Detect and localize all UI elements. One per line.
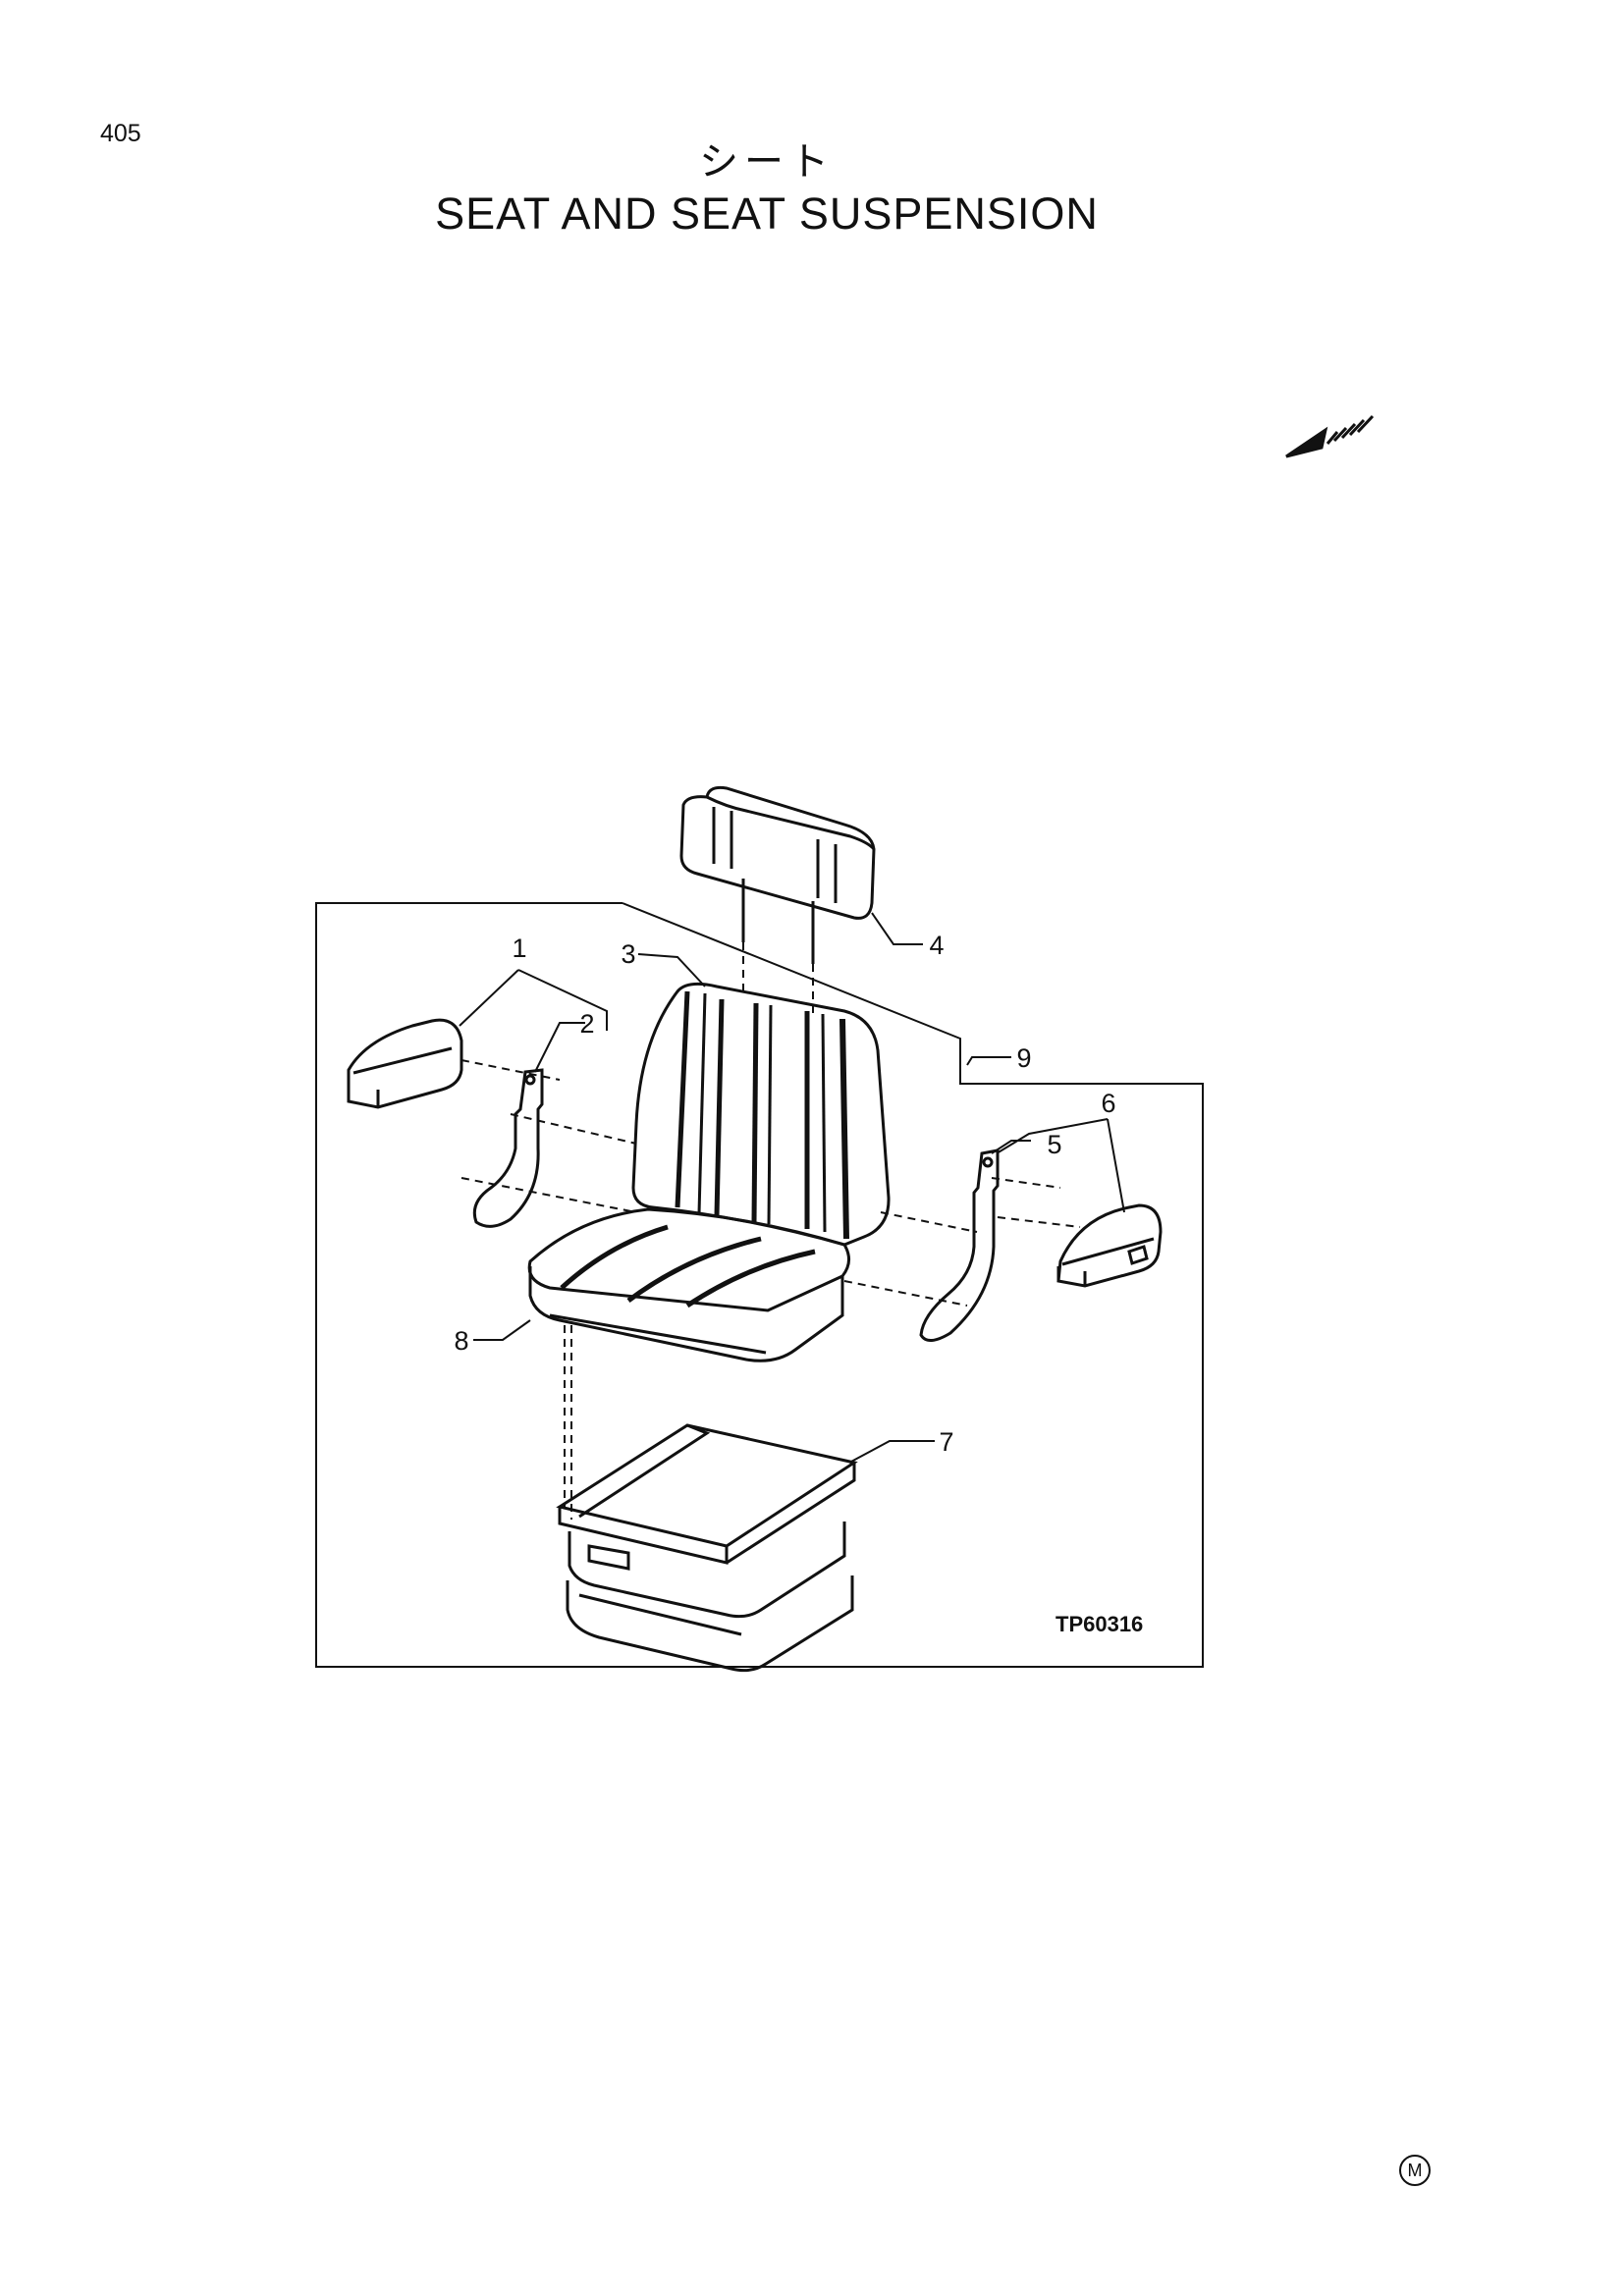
leader-lines [459, 912, 1125, 1464]
assembly-boundary-frame [315, 902, 1204, 1668]
armrest-right [1056, 1203, 1163, 1288]
callout-6: 6 [1101, 1089, 1115, 1118]
drawing-code: TP60316 [1056, 1612, 1143, 1636]
callout-7: 7 [939, 1427, 953, 1457]
assembly-dashed-lines [460, 942, 1081, 1520]
armrest-left [347, 1018, 463, 1109]
armrest-bracket-right [919, 1148, 1000, 1342]
callout-2: 2 [579, 1009, 594, 1039]
seat-suspension [556, 1423, 858, 1673]
page-number: 405 [100, 120, 141, 147]
page-title: SEAT AND SEAT SUSPENSION [435, 188, 1099, 239]
callout-9: 9 [1016, 1043, 1031, 1073]
title-japanese: シート [699, 139, 835, 185]
callout-1: 1 [512, 934, 526, 963]
callout-8: 8 [454, 1326, 468, 1356]
seat-back [631, 982, 891, 1247]
direction-arrow-icon [1285, 414, 1375, 458]
footer-circle-mark: M [1399, 2155, 1431, 2186]
headrest [679, 785, 876, 964]
callout-3: 3 [621, 939, 635, 969]
callout-5: 5 [1047, 1130, 1061, 1159]
seat-cushion [527, 1207, 850, 1362]
armrest-bracket-left [472, 1068, 544, 1228]
callout-4: 4 [929, 931, 944, 960]
